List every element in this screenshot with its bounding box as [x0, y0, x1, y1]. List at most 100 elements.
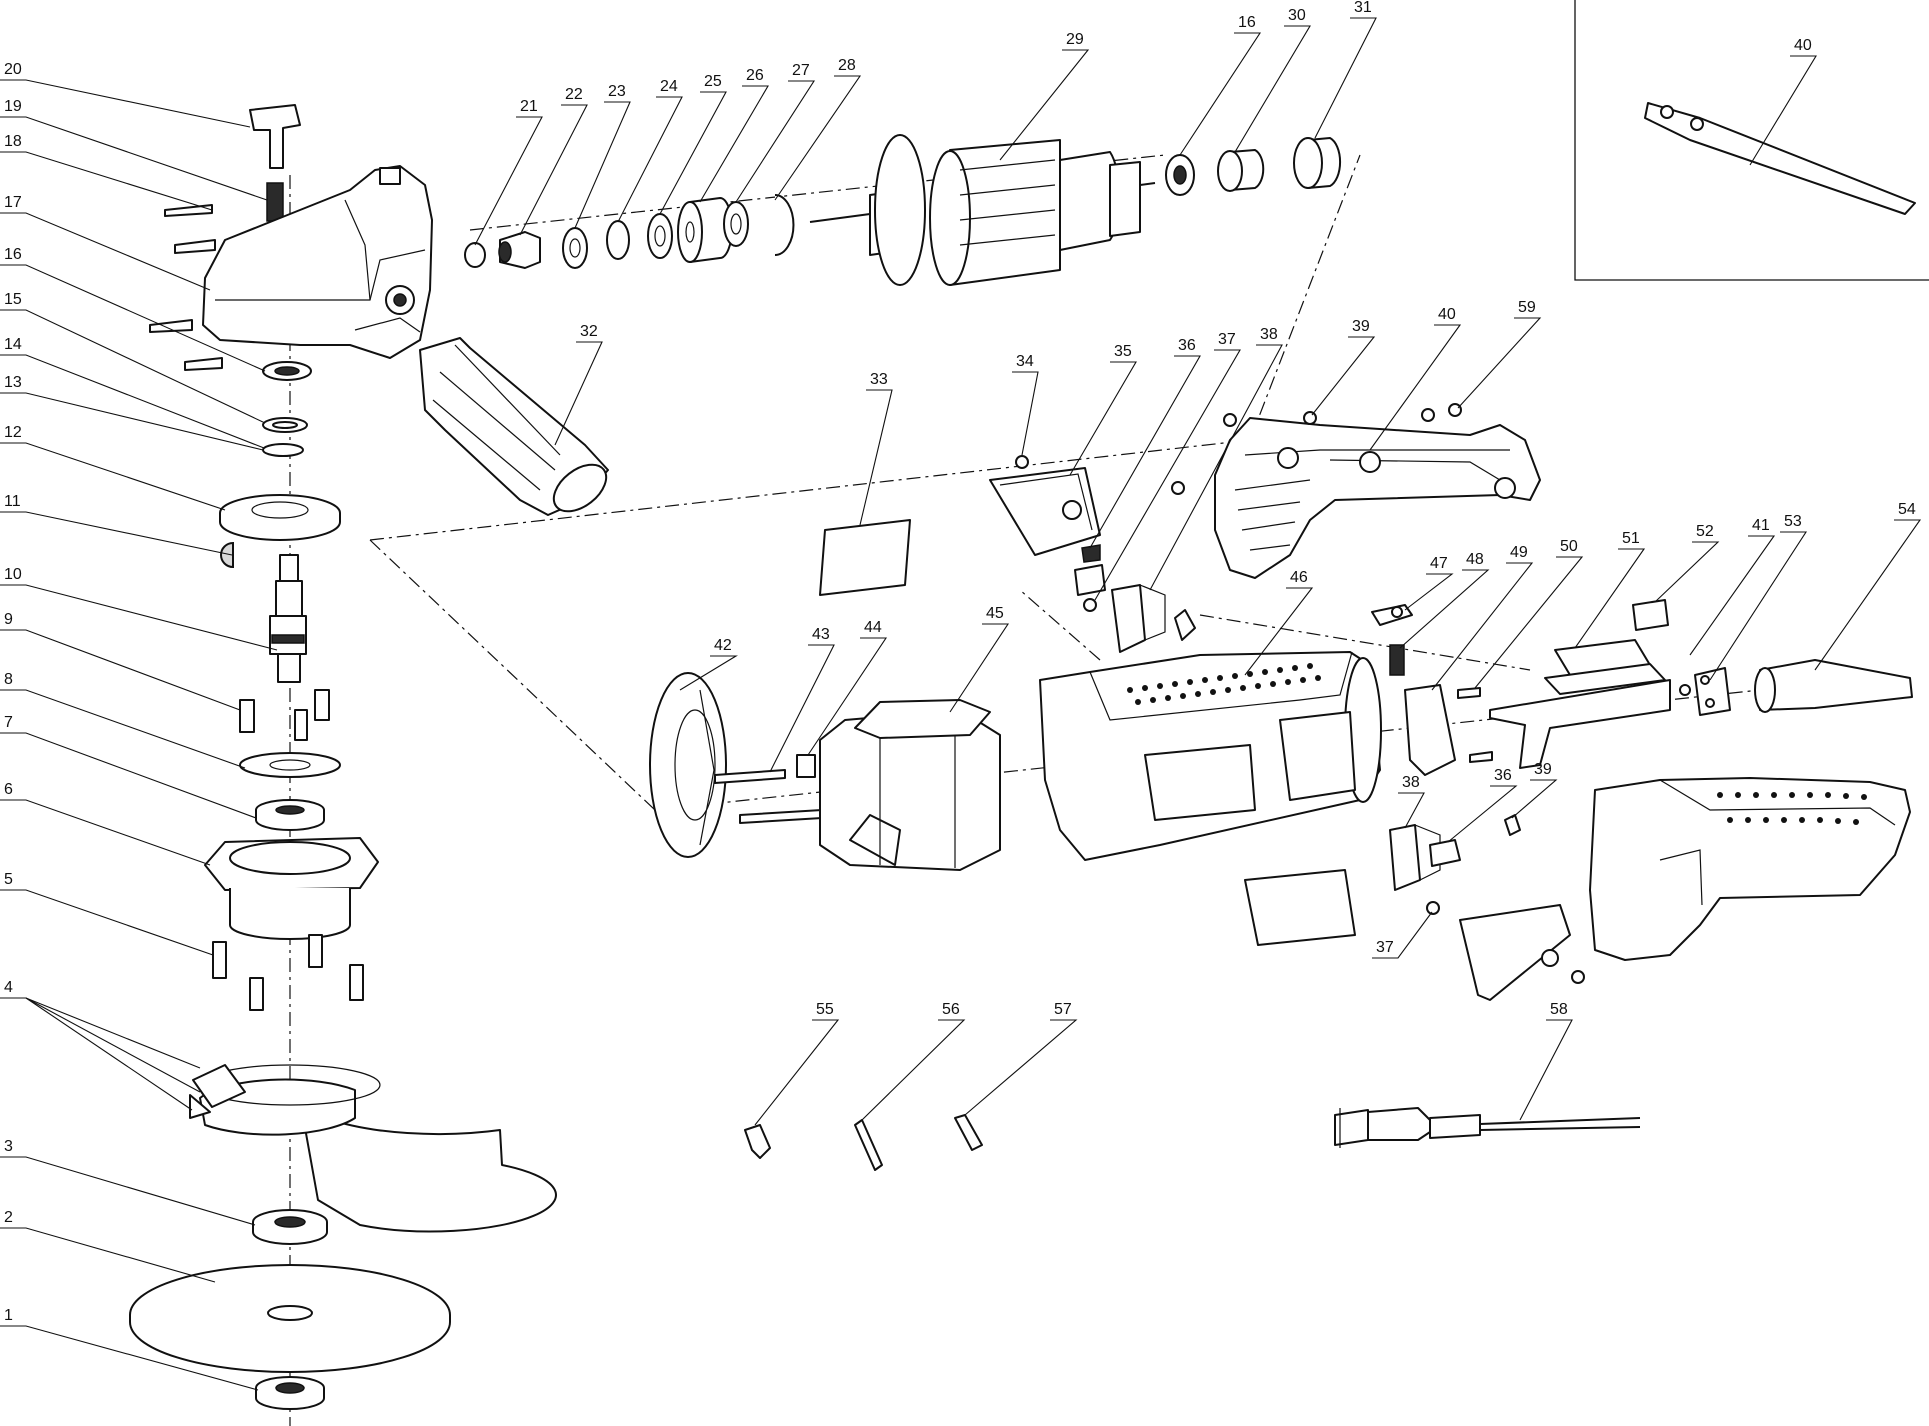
svg-text:58: 58 [1550, 1001, 1568, 1018]
callout-17: 17 [0, 194, 211, 291]
callout-33: 33 [859, 371, 893, 526]
part-9-screws [239, 689, 330, 741]
svg-text:14: 14 [4, 336, 22, 353]
callout-48: 48 [1399, 551, 1490, 649]
part-53-cord-clamp [1679, 667, 1731, 716]
svg-text:38: 38 [1260, 326, 1278, 343]
part-4-wheel-guard [189, 1064, 557, 1233]
part-22-pinion [498, 231, 541, 269]
svg-text:6: 6 [4, 781, 13, 798]
svg-text:18: 18 [4, 133, 22, 150]
svg-text:47: 47 [1430, 555, 1448, 572]
svg-text:3: 3 [4, 1138, 13, 1155]
callout-47: 47 [1404, 555, 1454, 611]
callout-42: 42 [679, 637, 738, 691]
callout-27: 27 [735, 62, 816, 203]
svg-text:48: 48 [1466, 551, 1484, 568]
callout-1: 1 [0, 1307, 259, 1391]
svg-text:41: 41 [1752, 517, 1770, 534]
svg-text:19: 19 [4, 98, 22, 115]
callout-14: 14 [0, 336, 265, 449]
part-28-circlip [774, 194, 795, 256]
svg-text:37: 37 [1218, 331, 1236, 348]
svg-text:40: 40 [1438, 306, 1456, 323]
svg-text:22: 22 [565, 86, 583, 103]
svg-text:23: 23 [608, 83, 626, 100]
svg-text:39: 39 [1352, 318, 1370, 335]
svg-text:36: 36 [1178, 337, 1196, 354]
part-7-bearing [255, 799, 325, 831]
callout-7: 7 [0, 714, 257, 819]
svg-text:7: 7 [4, 714, 13, 731]
callout-8: 8 [0, 671, 246, 769]
callout-44: 44 [807, 619, 888, 756]
part-50-screws [1457, 687, 1493, 763]
part-59-spanner-wrench [1644, 102, 1916, 215]
callout-16a: 16 [0, 246, 266, 372]
part-36-carbon-brush [1074, 544, 1106, 596]
spindle-line-parts [464, 194, 795, 269]
callout-38b: 38 [1398, 774, 1425, 829]
svg-text:54: 54 [1898, 501, 1916, 518]
part-31-bearing-sleeve [1293, 137, 1342, 189]
callout-37b: 37 [1372, 911, 1433, 959]
part-17-gear-housing [202, 165, 433, 359]
callout-11: 11 [0, 493, 233, 556]
callout-20: 20 [0, 61, 251, 128]
callout-57: 57 [964, 1001, 1078, 1116]
part-32-side-handle [419, 337, 609, 516]
callout-21: 21 [474, 98, 543, 246]
part-48-spring [1389, 644, 1405, 676]
callout-18: 18 [0, 133, 213, 211]
callout-37a: 37 [1094, 331, 1241, 601]
part-8-bearing-plate [239, 752, 341, 778]
part-33-label [819, 519, 911, 596]
part-37-screw [1083, 598, 1097, 612]
part-49-switch [1404, 684, 1456, 776]
callout-50: 50 [1474, 538, 1584, 689]
svg-text:31: 31 [1354, 0, 1372, 16]
part-47-switch-lever [1371, 604, 1413, 626]
callout-9: 9 [0, 611, 241, 711]
part-23-washer [562, 227, 588, 269]
svg-text:16: 16 [1238, 14, 1256, 31]
part-29-armature [809, 134, 1156, 286]
svg-text:56: 56 [942, 1001, 960, 1018]
svg-text:59: 59 [1518, 299, 1536, 316]
svg-text:4: 4 [4, 979, 13, 996]
svg-text:33: 33 [870, 371, 888, 388]
svg-text:13: 13 [4, 374, 22, 391]
svg-text:52: 52 [1696, 523, 1714, 540]
svg-text:32: 32 [580, 323, 598, 340]
callout-38a: 38 [1149, 326, 1283, 591]
assembly-axes [289, 154, 1761, 1426]
svg-text:10: 10 [4, 566, 22, 583]
callout-41b: 41 [1689, 517, 1776, 656]
svg-text:42: 42 [714, 637, 732, 654]
part-56-sleeve [854, 1119, 883, 1171]
part-18-screws [149, 204, 223, 371]
callout-46: 46 [1244, 569, 1314, 676]
part-52-block [1632, 599, 1669, 631]
part-16-bearing [262, 361, 312, 381]
part-12-bevel-gear [219, 494, 341, 541]
svg-text:11: 11 [4, 493, 21, 510]
part-35-cover-plate [989, 467, 1101, 556]
callout-36b: 36 [1447, 767, 1518, 843]
callout-6: 6 [0, 781, 211, 866]
svg-text:8: 8 [4, 671, 13, 688]
callout-16b: 16 [1179, 14, 1262, 156]
callout-4: 4 [0, 979, 201, 1111]
svg-text:53: 53 [1784, 513, 1802, 530]
callout-52: 52 [1654, 523, 1720, 603]
svg-text:21: 21 [520, 98, 538, 115]
callout-28: 28 [774, 57, 862, 201]
part-55-terminal [744, 1124, 771, 1159]
part-10-spindle [269, 554, 307, 683]
callout-39a: 39 [1311, 318, 1376, 416]
svg-text:55: 55 [816, 1001, 834, 1018]
svg-text:39: 39 [1534, 761, 1552, 778]
svg-text:43: 43 [812, 626, 830, 643]
svg-text:44: 44 [864, 619, 882, 636]
